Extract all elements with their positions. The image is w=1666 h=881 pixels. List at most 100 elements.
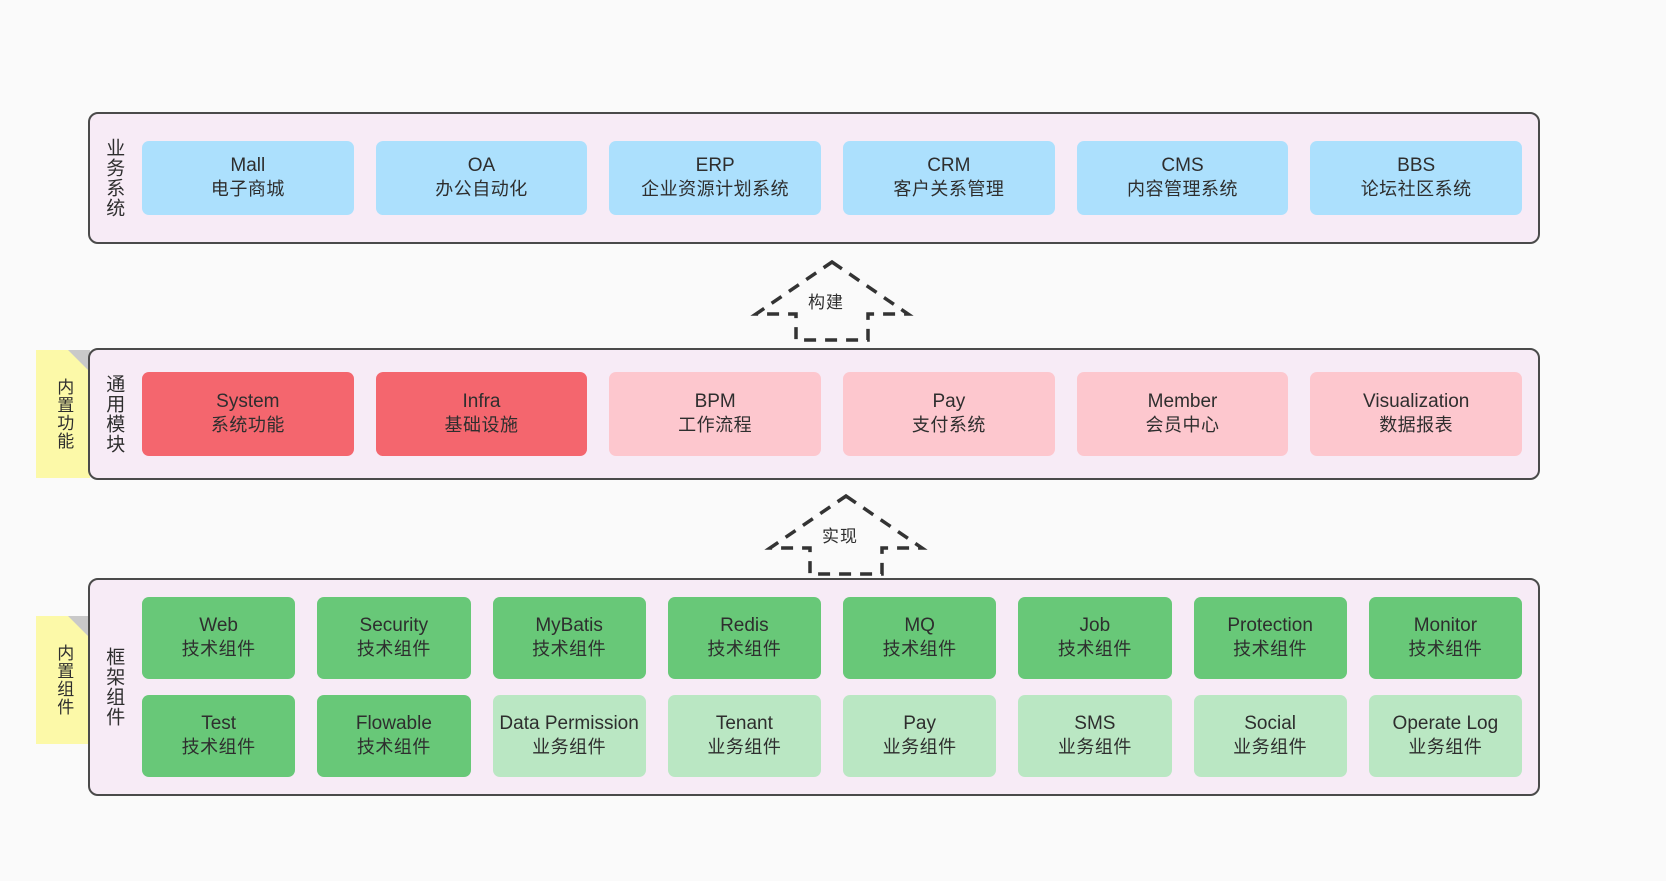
arrow-build-label: 构建 — [806, 288, 846, 313]
box-label-en: Test — [201, 713, 237, 735]
box-label-en: Security — [359, 615, 429, 637]
box-sms[interactable]: SMS 业务组件 — [1018, 695, 1172, 777]
box-label-cn: 业务组件 — [707, 737, 782, 758]
box-label-en: ERP — [695, 155, 735, 177]
box-label-en: Infra — [462, 391, 501, 413]
box-test[interactable]: Test 技术组件 — [142, 695, 296, 777]
box-label-en: OA — [467, 155, 496, 177]
box-label-cn: 技术组件 — [532, 639, 607, 660]
box-label-cn: 技术组件 — [181, 737, 256, 758]
box-label-cn: 技术组件 — [1408, 639, 1483, 660]
box-label-cn: 企业资源计划系统 — [641, 179, 790, 200]
box-label-en: CRM — [927, 155, 971, 177]
box-label-en: Social — [1244, 713, 1296, 735]
box-label-en: BBS — [1397, 155, 1436, 177]
box-erp[interactable]: ERP 企业资源计划系统 — [609, 141, 822, 215]
box-redis[interactable]: Redis 技术组件 — [667, 597, 821, 679]
box-protection[interactable]: Protection 技术组件 — [1193, 597, 1347, 679]
box-label-cn: 内容管理系统 — [1127, 179, 1239, 200]
box-label-en: Visualization — [1363, 391, 1470, 413]
layer-framework-components: 框架组件 Web 技术组件 Security 技术组件 MyBatis 技术组件… — [88, 578, 1540, 796]
layer-title-framework-components: 框架组件 — [103, 647, 125, 727]
box-label-cn: 技术组件 — [1233, 639, 1308, 660]
box-label-en: Mall — [230, 155, 266, 177]
box-label-en: CMS — [1161, 155, 1204, 177]
box-flowable[interactable]: Flowable 技术组件 — [317, 695, 471, 777]
layer-title-business-systems: 业务系统 — [103, 138, 125, 218]
box-data-permission[interactable]: Data Permission 业务组件 — [492, 695, 646, 777]
box-monitor[interactable]: Monitor 技术组件 — [1368, 597, 1522, 679]
arrow-implement-outline — [764, 493, 928, 576]
box-label-en: System — [216, 391, 280, 413]
box-label-en: Redis — [720, 615, 769, 637]
box-label-en: BPM — [694, 391, 736, 413]
box-label-cn: 业务组件 — [1057, 737, 1132, 758]
box-label-cn: 会员中心 — [1145, 415, 1220, 436]
box-label-cn: 技术组件 — [1057, 639, 1132, 660]
box-crm[interactable]: CRM 客户关系管理 — [843, 141, 1055, 215]
box-label-cn: 技术组件 — [181, 639, 256, 660]
box-security[interactable]: Security 技术组件 — [317, 597, 471, 679]
box-system[interactable]: System 系统功能 — [142, 372, 354, 456]
box-label-cn: 技术组件 — [707, 639, 782, 660]
box-label-cn: 数据报表 — [1379, 415, 1454, 436]
box-label-en: Monitor — [1413, 615, 1478, 637]
box-label-cn: 基础设施 — [444, 415, 519, 436]
layer-body-business-systems: Mall 电子商城 OA 办公自动化 ERP 企业资源计划系统 CRM 客户关系… — [136, 114, 1538, 242]
cell-row: Mall 电子商城 OA 办公自动化 ERP 企业资源计划系统 CRM 客户关系… — [142, 141, 1523, 215]
box-job[interactable]: Job 技术组件 — [1018, 597, 1172, 679]
note-builtin-functions: 内置功能 — [36, 350, 90, 478]
box-label-cn: 支付系统 — [911, 415, 986, 436]
box-label-cn: 业务组件 — [532, 737, 607, 758]
box-mq[interactable]: MQ 技术组件 — [843, 597, 997, 679]
box-oa[interactable]: OA 办公自动化 — [375, 141, 588, 215]
box-label-cn: 技术组件 — [356, 737, 431, 758]
box-social[interactable]: Social 业务组件 — [1193, 695, 1347, 777]
cell-row: Test 技术组件 Flowable 技术组件 Data Permission … — [142, 695, 1522, 777]
box-pay-component[interactable]: Pay 业务组件 — [843, 695, 997, 777]
layer-body-common-modules: System 系统功能 Infra 基础设施 BPM 工作流程 Pay 支付系统… — [136, 350, 1538, 478]
box-label-cn: 技术组件 — [356, 639, 431, 660]
box-operate-log[interactable]: Operate Log 业务组件 — [1368, 695, 1522, 777]
arrow-build: 构建 — [748, 258, 916, 344]
note-builtin-components: 内置组件 — [36, 616, 90, 744]
box-label-en: SMS — [1074, 713, 1116, 735]
box-label-cn: 论坛社区系统 — [1360, 179, 1472, 200]
box-tenant[interactable]: Tenant 业务组件 — [667, 695, 821, 777]
box-visualization[interactable]: Visualization 数据报表 — [1310, 372, 1523, 456]
box-label-cn: 客户关系管理 — [893, 179, 1005, 200]
box-bbs[interactable]: BBS 论坛社区系统 — [1310, 141, 1523, 215]
box-label-en: Operate Log — [1392, 713, 1499, 735]
layer-business-systems: 业务系统 Mall 电子商城 OA 办公自动化 ERP 企业资源计划系统 CRM… — [88, 112, 1540, 244]
box-label-en: MQ — [904, 615, 935, 637]
note-fold-corner-icon — [68, 616, 90, 638]
box-label-en: Member — [1147, 391, 1218, 413]
note-label: 内置功能 — [54, 378, 74, 450]
cell-row: Web 技术组件 Security 技术组件 MyBatis 技术组件 Redi… — [142, 597, 1522, 679]
box-pay-module[interactable]: Pay 支付系统 — [843, 372, 1055, 456]
box-label-cn: 工作流程 — [678, 415, 753, 436]
box-label-en: Protection — [1227, 615, 1313, 637]
box-label-cn: 办公自动化 — [435, 179, 528, 200]
box-web[interactable]: Web 技术组件 — [142, 597, 296, 679]
box-label-en: Web — [199, 615, 238, 637]
box-label-en: MyBatis — [535, 615, 603, 637]
box-mall[interactable]: Mall 电子商城 — [142, 141, 354, 215]
box-label-cn: 系统功能 — [210, 415, 285, 436]
box-label-cn: 业务组件 — [882, 737, 957, 758]
box-label-cn: 业务组件 — [1233, 737, 1308, 758]
box-cms[interactable]: CMS 内容管理系统 — [1076, 141, 1289, 215]
box-label-en: Tenant — [715, 713, 773, 735]
box-mybatis[interactable]: MyBatis 技术组件 — [492, 597, 646, 679]
box-member[interactable]: Member 会员中心 — [1076, 372, 1289, 456]
box-infra[interactable]: Infra 基础设施 — [375, 372, 588, 456]
arrow-implement-label: 实现 — [820, 522, 860, 547]
box-bpm[interactable]: BPM 工作流程 — [609, 372, 822, 456]
box-label-en: Pay — [932, 391, 966, 413]
layer-title-common-modules: 通用模块 — [103, 374, 125, 454]
arrow-implement: 实现 — [762, 492, 930, 578]
box-label-cn: 技术组件 — [882, 639, 957, 660]
box-label-cn: 业务组件 — [1408, 737, 1483, 758]
cell-row: System 系统功能 Infra 基础设施 BPM 工作流程 Pay 支付系统… — [142, 372, 1523, 456]
